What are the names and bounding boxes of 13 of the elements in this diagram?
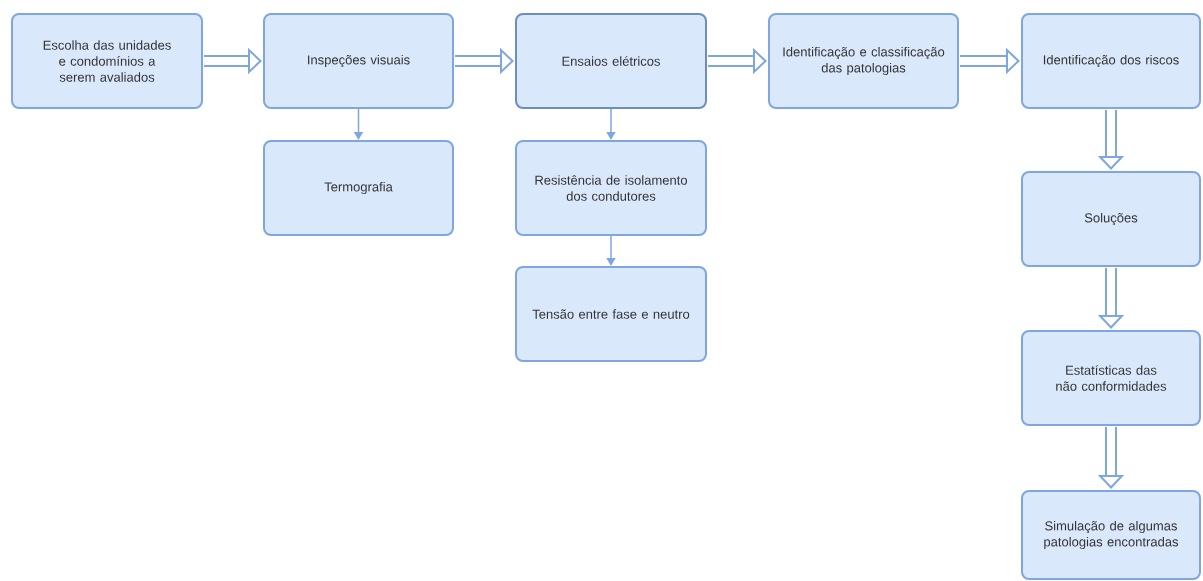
process-box: Inspeções visuais [263, 13, 454, 109]
process-box: Resistência de isolamento dos condutores [515, 140, 707, 236]
process-box: Estatísticas das não conformidades [1021, 330, 1201, 426]
process-box: Termografia [263, 140, 454, 236]
process-box: Ensaios elétricos [515, 13, 707, 109]
process-box: Soluções [1021, 171, 1201, 267]
process-box: Tensão entre fase e neutro [515, 266, 707, 362]
process-box: Identificação dos riscos [1021, 13, 1201, 109]
process-box: Identificação e classificação das patologias [768, 13, 959, 109]
process-box: Escolha das unidades e condomínios a serem avaliados [11, 13, 203, 109]
arrow [606, 235, 616, 266]
process-box: Simulação de algumas patologias encontradas [1021, 490, 1201, 580]
arrow [606, 108, 616, 140]
